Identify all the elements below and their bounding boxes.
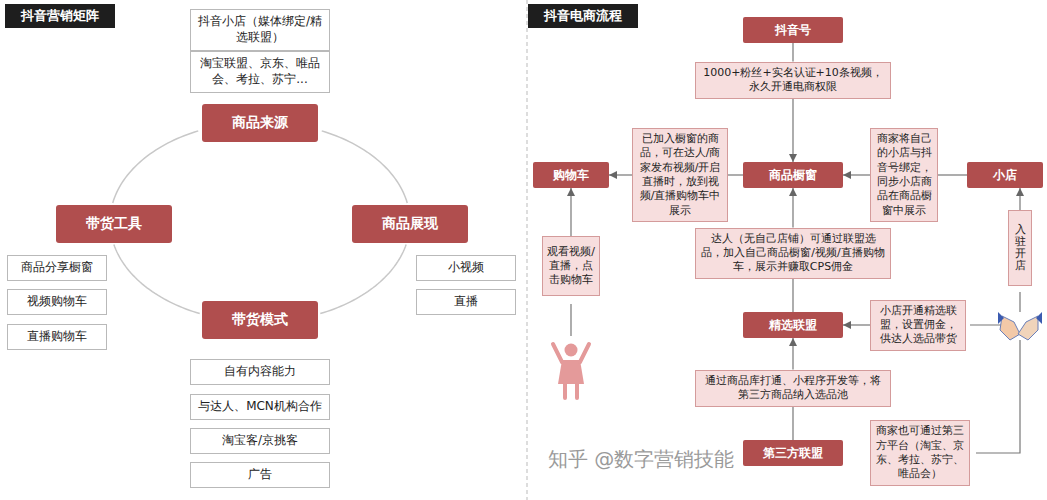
flow-arrow bbox=[938, 174, 967, 175]
node-text: 商家也可通过第三方平台（淘宝、京东、考拉、苏宁、唯品会） bbox=[875, 424, 965, 481]
note-box: 达人（无自己店铺）可通过联盟选品，加入自己商品橱窗/视频/直播购物车，展示并赚取… bbox=[695, 228, 891, 279]
source-box: 淘宝联盟、京东、唯品会、考拉、苏宁... bbox=[190, 51, 330, 93]
hub-box: 商品展现 bbox=[352, 205, 468, 243]
item-box: 直播 bbox=[416, 289, 516, 315]
node-text: 直播 bbox=[454, 294, 478, 310]
panel-title: 抖音电商流程 bbox=[528, 4, 638, 28]
panel-title: 抖音营销矩阵 bbox=[5, 4, 115, 28]
node-text: 直播购物车 bbox=[27, 329, 87, 345]
process-box: 购物车 bbox=[533, 162, 609, 188]
flow-arrow bbox=[792, 407, 793, 441]
node-text: 带货工具 bbox=[86, 215, 142, 233]
person-icon bbox=[553, 304, 589, 398]
note-box: 观看视频/直播，点击购物车 bbox=[542, 236, 600, 296]
note-box: 1000+粉丝+实名认证+10条视频，永久开通电商权限 bbox=[695, 62, 891, 99]
item-box: 与达人、MCN机构合作 bbox=[190, 394, 330, 420]
vertical-note: 入驻开店 bbox=[1008, 210, 1032, 286]
node-text: 商品橱窗 bbox=[769, 167, 817, 184]
hub-box: 商品来源 bbox=[202, 104, 318, 142]
node-text: 抖音小店（媒体绑定/精选联盟） bbox=[196, 14, 324, 45]
process-box: 精选联盟 bbox=[743, 312, 843, 338]
node-text: 自有内容能力 bbox=[224, 364, 296, 380]
node-text: 第三方联盟 bbox=[763, 445, 823, 462]
item-box: 直播购物车 bbox=[7, 324, 107, 350]
node-text: 抖音电商流程 bbox=[544, 7, 622, 25]
panel-divider bbox=[527, 0, 528, 500]
item-box: 小视频 bbox=[416, 255, 516, 281]
handshake-icon bbox=[970, 292, 1042, 453]
item-box: 自有内容能力 bbox=[190, 359, 330, 385]
flow-arrow bbox=[1019, 188, 1020, 210]
flow-arrow bbox=[843, 324, 870, 325]
node-text: 带货模式 bbox=[232, 311, 288, 329]
note-box: 小店开通精选联盟，设置佣金，供达人选品带货 bbox=[870, 300, 966, 351]
process-box: 商品橱窗 bbox=[743, 162, 843, 188]
node-text: 通过商品库打通、小程序开发等，将第三方商品纳入选品池 bbox=[700, 374, 886, 403]
flow-arrow bbox=[792, 188, 793, 228]
process-box: 抖音号 bbox=[743, 17, 843, 43]
cycle-arc bbox=[322, 131, 408, 203]
node-text: 视频购物车 bbox=[27, 294, 87, 310]
node-text: 小店开通精选联盟，设置佣金，供达人选品带货 bbox=[875, 304, 961, 347]
node-text: 抖音营销矩阵 bbox=[21, 7, 99, 25]
node-text: 精选联盟 bbox=[769, 317, 817, 334]
node-text: 商品展现 bbox=[382, 215, 438, 233]
node-text: 淘宝客/京挑客 bbox=[222, 433, 298, 449]
item-box: 商品分享橱窗 bbox=[7, 255, 107, 281]
hub-box: 带货工具 bbox=[56, 205, 172, 243]
note-box: 商家将自己的小店与抖音号绑定，同步小店商品在商品橱窗中展示 bbox=[870, 128, 938, 222]
flow-arrow bbox=[728, 174, 743, 175]
flow-arrow bbox=[792, 43, 793, 62]
item-box: 视频购物车 bbox=[7, 289, 107, 315]
flow-arrow bbox=[609, 174, 632, 175]
node-text: 小店 bbox=[993, 167, 1017, 184]
node-text: 淘宝联盟、京东、唯品会、考拉、苏宁... bbox=[196, 56, 324, 87]
item-box: 淘宝客/京挑客 bbox=[190, 428, 330, 454]
note-box: 商家也可通过第三方平台（淘宝、京东、考拉、苏宁、唯品会） bbox=[870, 420, 970, 486]
node-text: 已加入橱窗的商品，可在达人/商家发布视频/开启直播时，放到视频/直播购物车中展示 bbox=[637, 132, 723, 218]
hub-box: 带货模式 bbox=[202, 301, 318, 339]
cycle-arc bbox=[113, 131, 198, 203]
cycle-arc bbox=[114, 245, 200, 314]
node-text: 商家将自己的小店与抖音号绑定，同步小店商品在商品橱窗中展示 bbox=[875, 132, 933, 218]
node-text: 达人（无自己店铺）可通过联盟选品，加入自己商品橱窗/视频/直播购物车，展示并赚取… bbox=[700, 232, 886, 275]
node-text: 购物车 bbox=[553, 167, 589, 184]
node-text: 抖音号 bbox=[775, 22, 811, 39]
node-text: 广告 bbox=[248, 467, 272, 483]
cycle-arc bbox=[320, 244, 406, 313]
node-text: 商品分享橱窗 bbox=[21, 260, 93, 276]
flow-arrow bbox=[843, 174, 870, 175]
node-text: 小视频 bbox=[448, 260, 484, 276]
node-text: 观看视频/直播，点击购物车 bbox=[547, 245, 595, 288]
node-text: 商品来源 bbox=[232, 114, 288, 132]
note-box: 通过商品库打通、小程序开发等，将第三方商品纳入选品池 bbox=[695, 370, 891, 407]
source-box: 抖音小店（媒体绑定/精选联盟） bbox=[190, 9, 330, 51]
process-box: 第三方联盟 bbox=[743, 440, 843, 466]
flow-arrow bbox=[792, 338, 793, 370]
node-text: 1000+粉丝+实名认证+10条视频，永久开通电商权限 bbox=[700, 66, 886, 95]
watermark: 知乎 @数字营销技能 bbox=[548, 446, 734, 473]
flow-arrow bbox=[792, 99, 793, 163]
flow-arrow bbox=[570, 188, 571, 236]
item-box: 广告 bbox=[190, 462, 330, 488]
node-text: 与达人、MCN机构合作 bbox=[198, 399, 322, 415]
node-text: 入驻开店 bbox=[1015, 224, 1026, 272]
note-box: 已加入橱窗的商品，可在达人/商家发布视频/开启直播时，放到视频/直播购物车中展示 bbox=[632, 128, 728, 222]
process-box: 小店 bbox=[967, 162, 1043, 188]
flow-arrow bbox=[792, 279, 793, 313]
